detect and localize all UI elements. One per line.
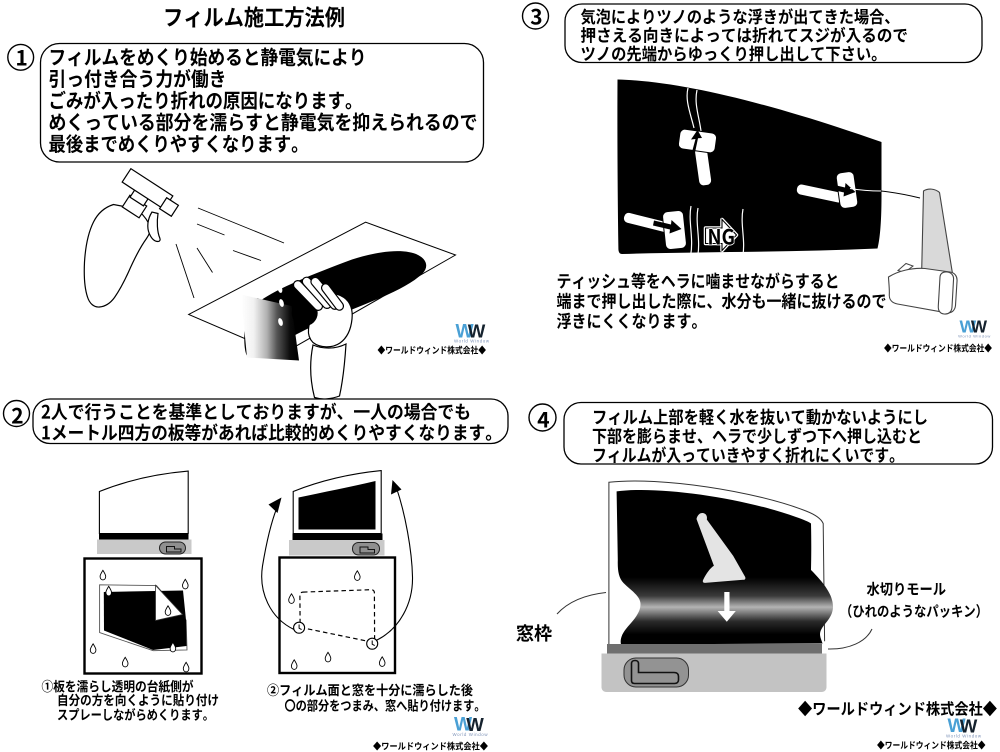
svg-text:W: W bbox=[960, 715, 978, 736]
svg-text:W: W bbox=[454, 715, 473, 736]
svg-text:W: W bbox=[466, 714, 484, 735]
svg-text:World Window: World Window bbox=[958, 333, 990, 338]
svg-text:W: W bbox=[960, 316, 977, 336]
svg-text:W: W bbox=[948, 716, 967, 737]
svg-text:World Window: World Window bbox=[454, 339, 490, 344]
svg-text:W: W bbox=[971, 318, 988, 337]
svg-text:W: W bbox=[456, 321, 475, 342]
svg-text:W: W bbox=[468, 321, 486, 342]
svg-text:World Window: World Window bbox=[946, 733, 982, 738]
svg-text:World Window: World Window bbox=[453, 732, 489, 737]
